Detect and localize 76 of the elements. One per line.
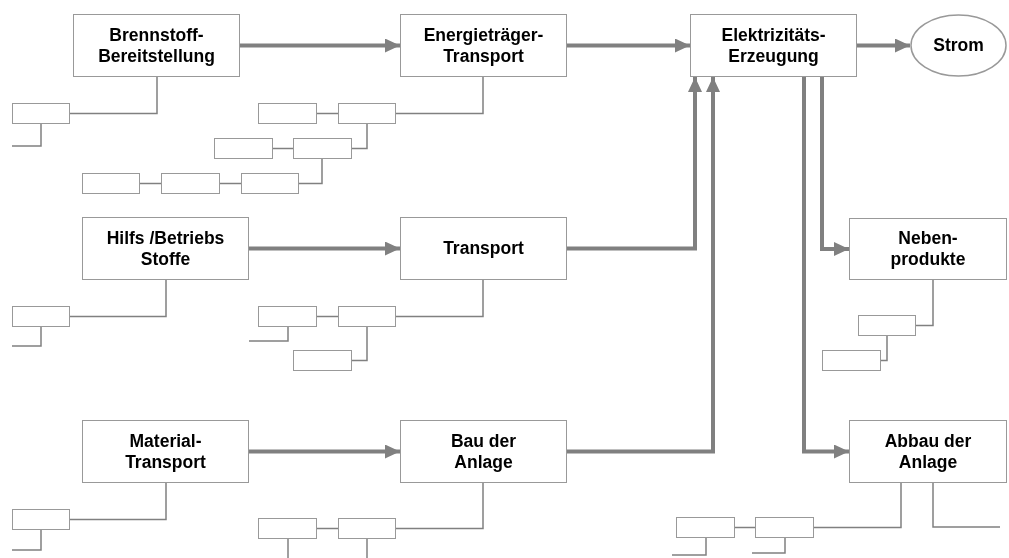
empty-box [338,306,396,327]
connector-line [139,182,162,185]
connector-line [932,482,1001,528]
connector-line [287,538,289,558]
node-label: Abbau der Anlage [883,430,973,473]
connector-line [298,158,323,185]
process-box [400,217,567,280]
node-label: Hilfs /Betriebs Stoffe [105,227,226,270]
arrow [567,38,690,53]
process-box [849,420,1007,483]
connector-line [395,482,484,530]
empty-box [258,306,317,327]
empty-box [822,350,881,371]
connector-line [751,537,786,554]
arrow [249,241,400,256]
node-label: Material- Transport [124,430,207,473]
connector-line [219,182,242,185]
arrow [802,77,849,459]
node-label: Neben- produkte [889,228,967,270]
connector-line [316,112,339,115]
empty-box [241,173,299,194]
connector-line [351,326,368,362]
connector-line [248,326,289,342]
process-box [82,217,249,280]
empty-box [293,350,352,371]
connector-line [366,538,368,558]
empty-box [676,517,735,538]
process-box [690,14,857,77]
empty-box [338,518,396,539]
node-label: Energieträger- Transport [422,24,545,67]
connector-line [395,76,484,115]
connector-line [69,279,167,318]
connector-line [734,526,756,529]
empty-box [214,138,273,159]
connector-line [11,529,42,551]
process-box [400,420,567,483]
process-box [400,14,567,77]
node-label: Strom [933,35,984,56]
process-box [849,218,1007,280]
empty-box [12,509,70,530]
connector-line [316,527,339,530]
connector-line [813,482,902,529]
output-ellipse [910,14,1007,77]
connector-line [316,315,339,318]
arrow [567,77,720,454]
process-box [73,14,240,77]
empty-box [258,103,317,124]
connector-line [915,279,934,327]
connector-line [880,335,888,362]
connector-line [69,482,167,521]
node-label: Brennstoff- Bereitstellung [97,24,216,67]
empty-box [258,518,317,539]
connector-line [272,147,294,150]
connector-line [351,123,368,150]
arrow [240,38,400,53]
arrow [567,77,702,251]
process-box [82,420,249,483]
arrow [857,38,910,53]
node-label: Transport [443,238,524,259]
connector-line [395,279,484,318]
empty-box [82,173,140,194]
empty-box [293,138,352,159]
node-label: Elektrizitäts- Erzeugung [720,24,827,67]
connector-line [671,537,707,556]
node-label: Bau der Anlage [449,430,518,473]
empty-box [338,103,396,124]
empty-box [755,517,814,538]
arrow [820,77,849,256]
connector-line [69,76,158,115]
connector-line [11,326,42,347]
empty-box [161,173,220,194]
arrow [249,444,400,459]
empty-box [858,315,916,336]
empty-box [12,306,70,327]
empty-box [12,103,70,124]
connector-line [11,123,42,147]
